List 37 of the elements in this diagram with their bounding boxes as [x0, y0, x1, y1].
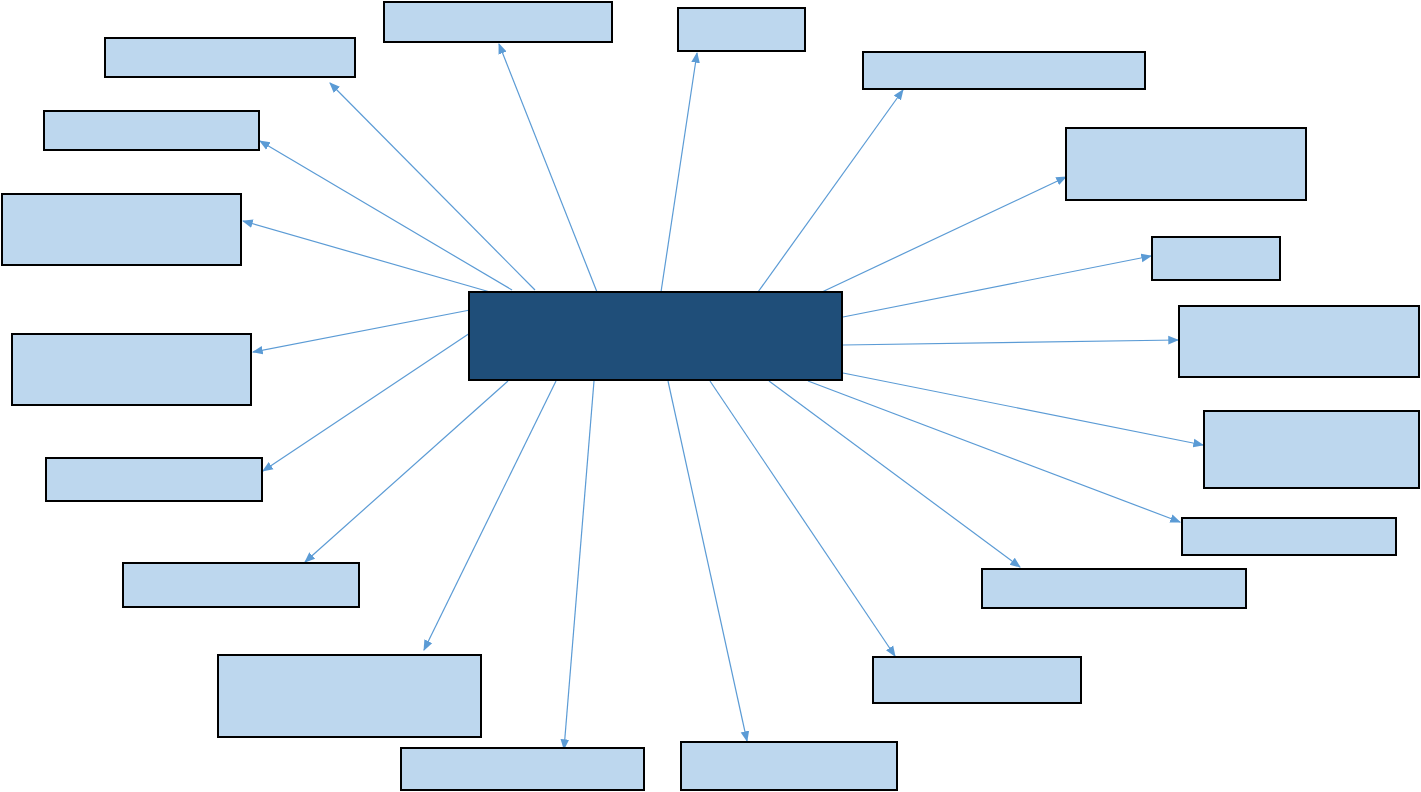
outer-box: [1151, 236, 1281, 281]
arrow: [807, 380, 1181, 523]
outer-box: [217, 654, 482, 738]
outer-box: [680, 741, 898, 791]
outer-box: [1065, 127, 1307, 201]
arrow: [423, 380, 557, 651]
arrow: [709, 380, 896, 657]
arrow: [842, 253, 1153, 318]
outer-box: [1178, 305, 1420, 378]
arrow: [259, 140, 513, 291]
arrow: [304, 380, 509, 563]
outer-box: [43, 110, 260, 151]
arrow: [498, 43, 598, 293]
outer-box: [981, 568, 1247, 609]
outer-box: [1203, 410, 1420, 489]
arrow: [251, 309, 471, 355]
arrow: [842, 335, 1180, 346]
arrow: [329, 82, 536, 291]
outer-box: [400, 747, 645, 791]
outer-box: [1181, 517, 1397, 556]
outer-box: [872, 656, 1082, 704]
outer-box: [104, 37, 356, 78]
outer-box: [122, 562, 360, 608]
outer-box: [45, 457, 263, 502]
arrow: [262, 332, 471, 472]
outer-box: [11, 333, 252, 406]
arrow: [821, 176, 1067, 293]
central-box: [468, 291, 843, 381]
arrow: [660, 51, 700, 293]
arrow: [842, 372, 1205, 448]
outer-box: [1, 193, 242, 266]
outer-box: [383, 1, 613, 43]
outer-box: [862, 51, 1146, 90]
outer-box: [677, 7, 806, 52]
arrow: [757, 89, 904, 293]
arrow: [768, 380, 1021, 568]
arrow: [667, 380, 750, 743]
